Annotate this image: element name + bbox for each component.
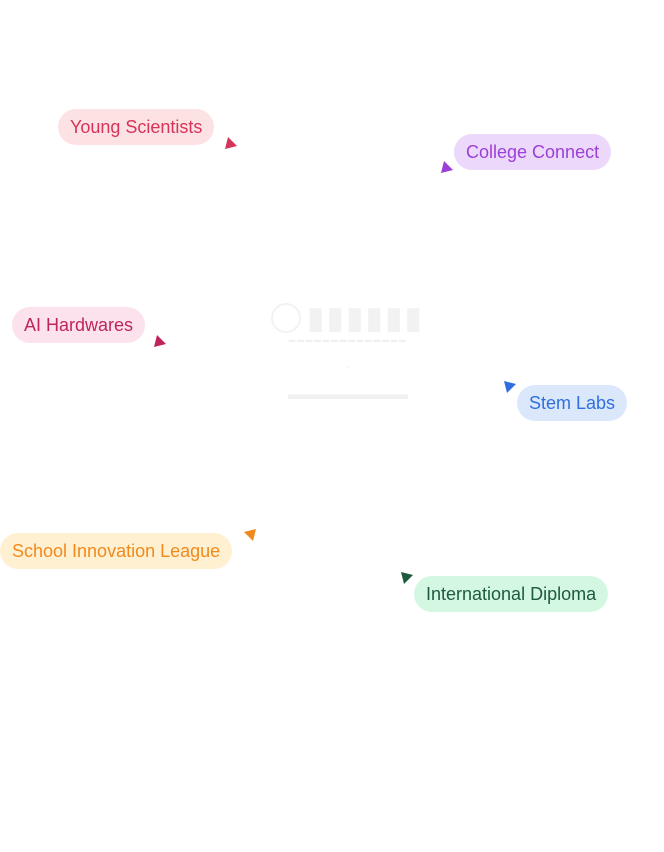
- logo-tagline-lines: ▬▬▬▬▬▬▬▬▬▬▬▬▬▬: [288, 337, 408, 344]
- tag-college-connect[interactable]: College Connect: [454, 134, 612, 170]
- center-logo-block: ▮▮▮▮▮▮ ▬▬▬▬▬▬▬▬▬▬▬▬▬▬ · ▬▬▬▬▬▬▬▬: [238, 300, 458, 403]
- tag-label: Stem Labs: [529, 393, 616, 413]
- pointer-arrow-icon: [503, 380, 517, 394]
- logo-partner-mark: ▬▬▬▬▬▬▬▬: [288, 386, 408, 403]
- logo-mark-icon: ▮▮▮▮▮▮: [238, 300, 458, 336]
- logo-separator: ·: [345, 358, 351, 374]
- tag-label: Young Scientists: [70, 117, 203, 137]
- tag-label: College Connect: [466, 142, 600, 162]
- tag-international-diploma[interactable]: International Diploma: [414, 576, 609, 612]
- logo-wordmark: ▮▮▮▮▮▮: [307, 301, 425, 335]
- pointer-arrow-icon: [243, 528, 257, 542]
- pointer-arrow-icon: [153, 334, 167, 348]
- tag-young-scientists[interactable]: Young Scientists: [58, 109, 215, 145]
- pointer-arrow-icon: [224, 136, 238, 150]
- pointer-arrow-icon: [440, 160, 454, 174]
- tag-stem-labs[interactable]: Stem Labs: [517, 385, 628, 421]
- logo-circle: [271, 303, 302, 333]
- pointer-arrow-icon: [400, 571, 414, 585]
- tag-label: International Diploma: [426, 584, 597, 604]
- tag-ai-hardwares[interactable]: AI Hardwares: [12, 307, 146, 343]
- tag-school-innovation-league[interactable]: School Innovation League: [0, 533, 233, 569]
- tag-label: AI Hardwares: [24, 315, 134, 335]
- tag-label: School Innovation League: [12, 541, 221, 561]
